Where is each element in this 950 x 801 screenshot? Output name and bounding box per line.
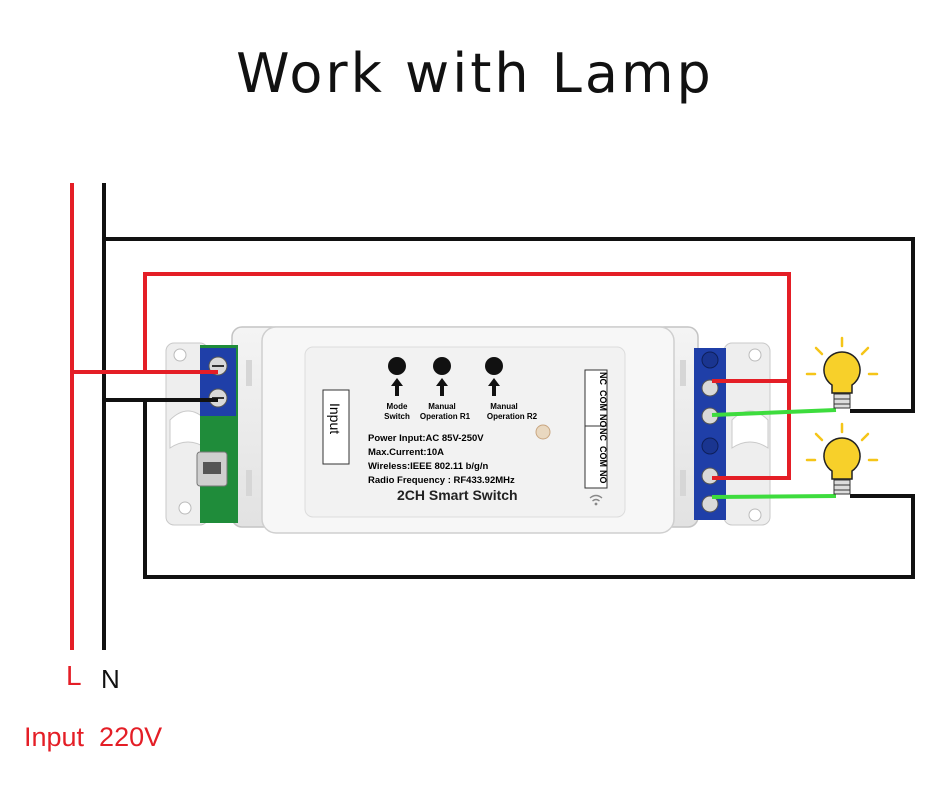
usb-port-slot bbox=[203, 462, 221, 474]
page-title: Work with Lamp bbox=[236, 42, 714, 105]
product-name: 2CH Smart Switch bbox=[397, 487, 518, 503]
input-voltage-label: Input 220V bbox=[24, 722, 163, 752]
manual-r1-label-1: Manual bbox=[428, 402, 456, 411]
spec-line: Wireless:IEEE 802.11 b/g/n bbox=[368, 461, 489, 472]
rib bbox=[246, 360, 252, 386]
neutral-to-lamp1-wire bbox=[104, 237, 915, 413]
smart-switch-device: NC COM NO NC COM NO Input Mode Switch Ma… bbox=[165, 326, 771, 534]
spec-line: Radio Frequency : RF433.92MHz bbox=[368, 475, 515, 486]
relay1-com-label: COM bbox=[598, 390, 608, 411]
mode-switch-button[interactable] bbox=[388, 357, 406, 375]
manual-r1-label-2: Operation R1 bbox=[420, 412, 471, 421]
rib bbox=[680, 470, 686, 496]
status-led bbox=[535, 424, 551, 440]
output-screws bbox=[701, 351, 719, 513]
manual-r2-label-2: Operation R2 bbox=[487, 412, 538, 421]
output-terminal-block bbox=[694, 348, 726, 520]
mode-switch-label-2: Switch bbox=[384, 412, 410, 421]
input-tag-box bbox=[322, 389, 350, 465]
manual-r2-label-1: Manual bbox=[490, 402, 518, 411]
mount-hole bbox=[173, 348, 187, 362]
mode-switch-label-1: Mode bbox=[387, 402, 408, 411]
rib bbox=[246, 470, 252, 496]
screw-icon bbox=[701, 351, 719, 369]
relay1-nc-label: NC bbox=[598, 372, 608, 385]
arrow-up-icon bbox=[391, 378, 403, 396]
lamp-icon bbox=[805, 336, 879, 409]
live-bridge-wire bbox=[143, 272, 791, 480]
live-wiring bbox=[70, 183, 791, 650]
relay2-no-label: NO bbox=[598, 470, 608, 484]
spec-line: Max.Current:10A bbox=[368, 447, 444, 458]
screw-icon bbox=[701, 495, 719, 513]
load-no1-wire bbox=[711, 408, 837, 417]
arrow-up-icon bbox=[436, 378, 448, 396]
relay2-nc-label: NC bbox=[598, 428, 608, 441]
live-label: L bbox=[66, 660, 82, 691]
wifi-icon bbox=[589, 494, 603, 506]
input-tag: Input bbox=[327, 403, 343, 434]
right-clip bbox=[731, 410, 769, 449]
manual-r1-button[interactable] bbox=[433, 357, 451, 375]
screw-icon bbox=[701, 379, 719, 397]
neutral-label: N bbox=[101, 664, 120, 694]
mount-hole bbox=[748, 508, 762, 522]
manual-r2-button[interactable] bbox=[485, 357, 503, 375]
front-label-panel bbox=[304, 346, 626, 518]
load-wiring bbox=[711, 408, 837, 499]
screw-icon bbox=[701, 437, 719, 455]
manual-r2-button-group: Manual Operation R2 bbox=[485, 357, 538, 421]
manual-r1-button-group: Manual Operation R1 bbox=[420, 357, 471, 421]
neutral-to-lamp2-wire bbox=[143, 400, 915, 579]
mount-hole bbox=[178, 501, 192, 515]
mode-switch-button-group: Mode Switch bbox=[384, 357, 410, 421]
relay2-com-label: COM bbox=[598, 446, 608, 467]
mount-hole bbox=[748, 348, 762, 362]
rib bbox=[680, 360, 686, 386]
relay1-no-label: NO bbox=[598, 414, 608, 428]
load-no2-wire bbox=[711, 494, 837, 499]
arrow-up-icon bbox=[488, 378, 500, 396]
relay2-label-box bbox=[584, 425, 608, 489]
lamp-icon bbox=[805, 422, 879, 495]
neutral-wiring bbox=[102, 183, 915, 650]
spec-line: Power Input:AC 85V-250V bbox=[368, 433, 484, 444]
